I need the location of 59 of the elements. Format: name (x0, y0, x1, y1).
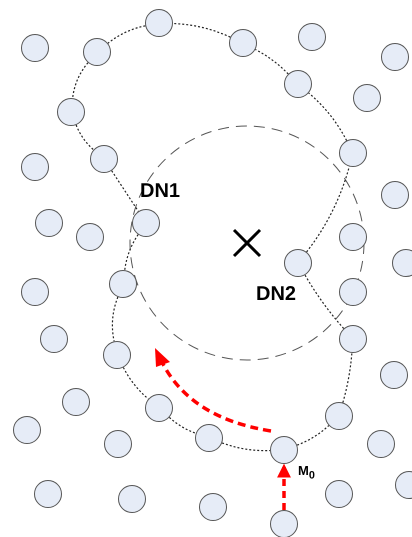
sensor-node-circle (40, 325, 68, 353)
node-name-label: DN2 (256, 284, 296, 304)
dotted-link (304, 274, 344, 329)
sensor-node-circle (353, 84, 381, 112)
dotted-link (112, 296, 118, 342)
sensor-node-circle (195, 424, 223, 452)
sensor-node-circle (325, 480, 353, 508)
sensor-node-circle (145, 9, 173, 37)
sensor-node-circle (83, 38, 111, 66)
sensor-node-circle (339, 223, 367, 251)
dotted-link (76, 124, 94, 150)
sensor-node-circle (284, 70, 312, 98)
dotted-link (342, 352, 352, 403)
dotted-link (296, 425, 330, 446)
sensor-node-circle (21, 153, 49, 181)
sensor-node-circle (298, 23, 326, 51)
sensor-node-circle (118, 485, 146, 513)
dotted-link (111, 170, 139, 212)
sensor-node-circle (103, 341, 131, 369)
sensor-node-circle (367, 430, 395, 458)
dotted-link (72, 62, 88, 98)
sensor-node-circle (57, 98, 85, 126)
dotted-link (172, 22, 231, 38)
dotted-link (124, 234, 139, 270)
sensor-node-circle (270, 436, 298, 464)
sensor-node-circle (34, 480, 62, 508)
dotted-link (308, 92, 348, 141)
sensor-node-circle (199, 493, 227, 521)
sensor-node-circle (90, 145, 118, 173)
dotted-link (255, 48, 289, 74)
sensor-node-circle (229, 29, 257, 57)
sensor-node-circle (21, 34, 49, 62)
sensor-node-circle (270, 510, 298, 537)
sensor-node-circle (132, 209, 160, 237)
arrow (277, 464, 291, 510)
sensor-node-circle (392, 249, 412, 277)
sensor-node-circle (62, 388, 90, 416)
sensor-node-circle (109, 270, 137, 298)
sensor-node-circle (381, 43, 409, 71)
dotted-link (122, 367, 149, 400)
dotted-link (222, 442, 270, 452)
node-name-label: M$_{0}$ (298, 464, 315, 482)
sensor-node-circle (104, 430, 132, 458)
sensor-node-circle (380, 361, 408, 389)
dotted-link (168, 416, 196, 434)
sensor-node-circle (13, 416, 41, 444)
sensor-node-circle (339, 278, 367, 306)
sensor-node-circle (35, 209, 63, 237)
dotted-link (306, 166, 350, 252)
sensor-node-circle (381, 181, 409, 209)
sensor-node-circle (76, 223, 104, 251)
dotted-link (108, 25, 146, 44)
sensor-node-circle (284, 249, 312, 277)
node-name-label: DN1 (140, 181, 180, 201)
sensor-node-circle (339, 139, 367, 167)
sensor-node-circle (339, 325, 367, 353)
sensor-node-circle (21, 278, 49, 306)
sensor-node-circle (145, 394, 173, 422)
sensor-node-circle (325, 402, 353, 430)
